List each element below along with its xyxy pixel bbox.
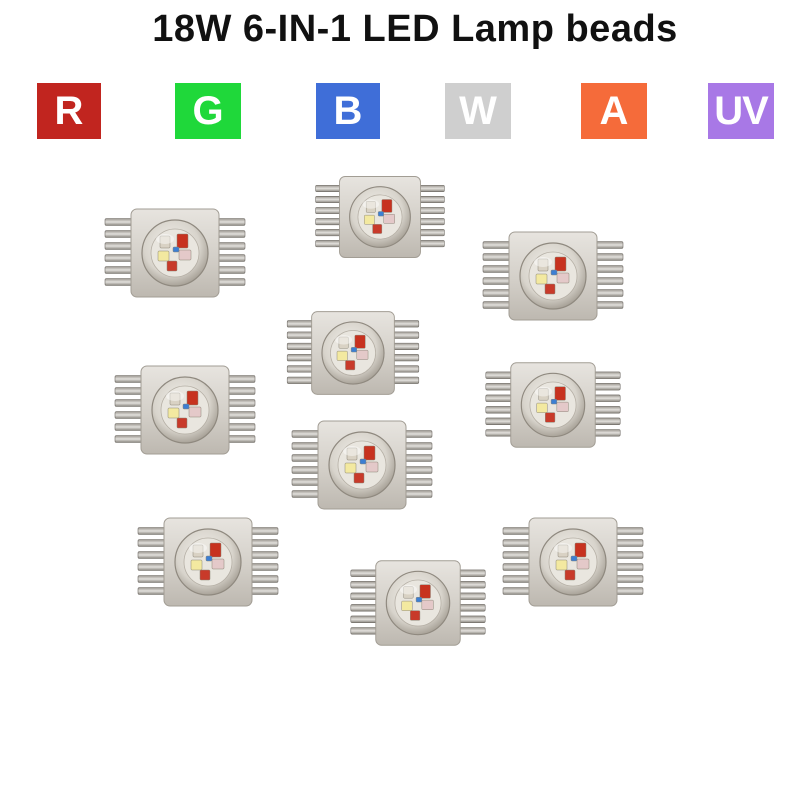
led-bead — [291, 420, 433, 510]
page-title: 18W 6-IN-1 LED Lamp beads — [152, 8, 678, 50]
lens-highlight — [166, 391, 184, 401]
led-chip — [192, 544, 204, 558]
led-chip — [545, 412, 556, 423]
led-chip — [550, 269, 558, 276]
led-chip — [537, 258, 549, 272]
led-chip — [190, 559, 203, 571]
led-bead — [286, 311, 420, 395]
led-chip — [421, 599, 434, 610]
led-chip — [166, 260, 178, 272]
lens-highlight — [534, 257, 552, 267]
led-chip — [336, 350, 348, 361]
led-chip — [359, 458, 367, 465]
led-chip — [377, 211, 384, 217]
led-bead — [482, 231, 624, 321]
led-chip — [346, 447, 358, 461]
led-chip — [350, 347, 357, 353]
led-chip — [570, 555, 578, 562]
led-chip — [556, 272, 570, 284]
led-chip — [182, 403, 190, 410]
led-chip — [345, 360, 356, 371]
led-chip — [556, 401, 569, 412]
led-chip — [372, 224, 383, 234]
led-bead — [137, 517, 279, 607]
led-chip — [353, 472, 365, 484]
swatch-white: W — [445, 83, 511, 139]
lens-highlight — [554, 543, 572, 553]
swatch-amber: A — [581, 83, 647, 139]
led-chip — [188, 406, 202, 418]
led-chip — [383, 214, 395, 224]
led-bead — [502, 517, 644, 607]
swatch-blue: B — [316, 83, 380, 139]
swatch-green: G — [175, 83, 241, 139]
swatch-red: R — [37, 83, 101, 139]
led-chip — [344, 462, 357, 474]
led-chip — [172, 246, 180, 253]
led-chip — [535, 273, 548, 285]
lens-highlight — [156, 234, 174, 244]
led-chip — [169, 392, 181, 406]
led-chip — [365, 461, 379, 473]
led-chip — [363, 445, 376, 461]
led-bead — [350, 560, 486, 646]
swatch-green-label: G — [192, 88, 224, 133]
swatch-blue-label: B — [333, 88, 363, 133]
led-chip — [159, 235, 171, 249]
lens-highlight — [534, 386, 553, 397]
led-chip — [538, 388, 549, 401]
led-chip — [178, 249, 192, 261]
lens-highlight — [399, 584, 418, 595]
led-chip — [209, 542, 222, 558]
swatch-ultraviolet: UV — [708, 83, 774, 139]
led-chip — [576, 558, 590, 570]
lens-highlight — [189, 543, 207, 553]
swatch-ultraviolet-label: UV — [714, 88, 769, 133]
led-chip — [410, 610, 421, 621]
led-chip — [365, 201, 376, 213]
led-chip — [364, 214, 375, 225]
led-bead — [485, 362, 621, 448]
led-chip — [550, 398, 558, 405]
led-chip — [555, 559, 568, 571]
lens-highlight — [335, 335, 353, 345]
led-chip — [554, 386, 566, 401]
led-chip — [186, 390, 199, 406]
swatch-white-label: W — [459, 88, 497, 133]
led-chip — [338, 336, 349, 349]
led-chip — [199, 569, 211, 581]
led-chip — [356, 349, 369, 360]
swatch-amber-label: A — [599, 88, 629, 133]
led-chip — [557, 544, 569, 558]
led-chip — [554, 256, 567, 272]
led-bead — [104, 208, 246, 298]
led-chip — [157, 250, 170, 262]
led-chip — [176, 417, 188, 429]
led-chip — [419, 584, 431, 599]
led-chip — [354, 334, 366, 349]
led-chip — [167, 407, 180, 419]
led-chip — [176, 233, 189, 249]
led-chip — [415, 596, 423, 603]
led-chip — [403, 586, 414, 599]
lens-highlight — [362, 199, 380, 209]
led-chip — [381, 199, 393, 213]
led-bead — [315, 176, 445, 258]
led-chip — [211, 558, 225, 570]
led-bead — [114, 365, 256, 455]
led-chip — [536, 402, 548, 413]
swatch-red-label: R — [54, 88, 84, 133]
lens-highlight — [343, 446, 361, 456]
led-chip — [564, 569, 576, 581]
led-chip — [205, 555, 213, 562]
led-chip — [544, 283, 556, 295]
led-chip — [401, 600, 413, 611]
led-chip — [574, 542, 587, 558]
